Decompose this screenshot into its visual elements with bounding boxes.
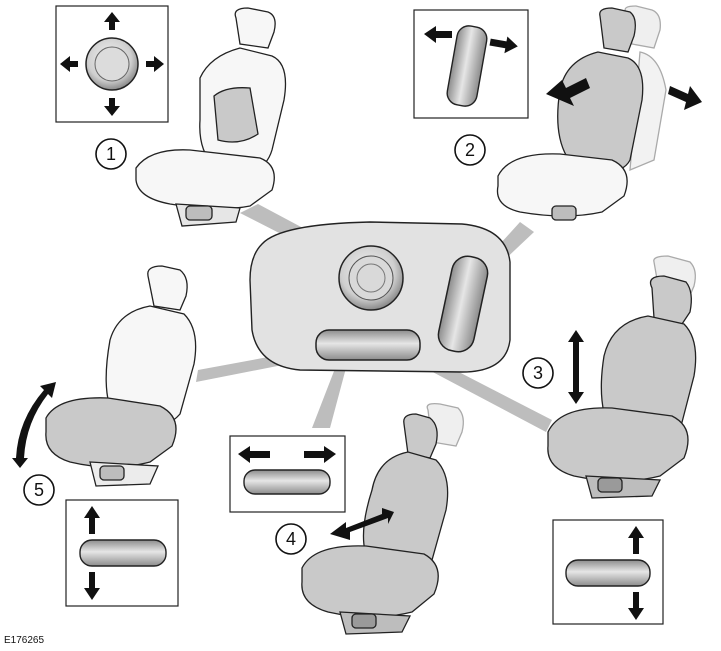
callout-1: 1 [95, 138, 127, 170]
callout-2: 2 [454, 134, 486, 166]
seat-illustration-2 [496, 5, 702, 221]
callout-3: 3 [522, 357, 554, 389]
callout-5: 5 [23, 474, 55, 506]
seat-illustration-1 [135, 7, 287, 227]
figure-reference-code: E176265 [4, 635, 44, 646]
seat-cushion-switch-icon[interactable] [315, 329, 421, 361]
direction-arrow-icon [628, 526, 644, 620]
inset-joystick-directions [55, 5, 169, 123]
seat-illustration-5 [12, 265, 197, 487]
direction-arrow-icon [60, 12, 164, 116]
callout-4: 4 [275, 523, 307, 555]
direction-arrow-icon [424, 26, 518, 54]
joystick-icon[interactable] [338, 245, 404, 311]
direction-arrow-icon [238, 446, 336, 463]
callout-3-label: 3 [533, 363, 543, 383]
inset-backrest-recline [413, 9, 529, 119]
callout-1-label: 1 [106, 144, 116, 164]
inset-height [552, 519, 664, 625]
rocker-switch-icon[interactable] [435, 253, 490, 354]
connector-to-seat-4 [312, 366, 346, 428]
control-panel [249, 221, 511, 373]
callout-2-label: 2 [465, 140, 475, 160]
inset-cushion-tilt [65, 499, 179, 607]
callout-4-label: 4 [286, 529, 296, 549]
seat-illustration-4 [301, 402, 464, 635]
seat-illustration-3 [547, 255, 697, 499]
inset-fore-aft [229, 435, 346, 513]
callout-5-label: 5 [34, 480, 44, 500]
direction-arrow-icon [84, 506, 100, 600]
